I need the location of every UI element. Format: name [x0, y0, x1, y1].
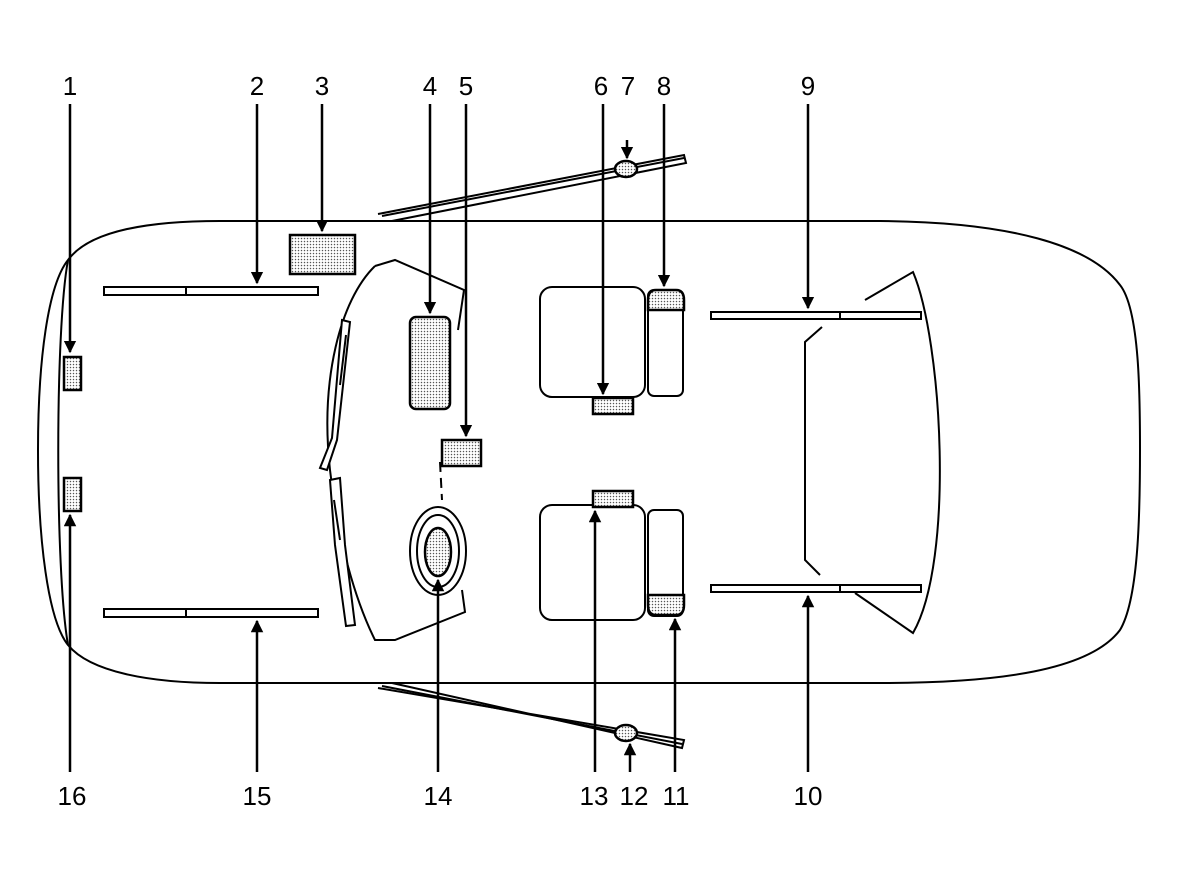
callout-7: 7: [621, 71, 635, 101]
rear-window-outline: [804, 270, 941, 635]
callout-9: 9: [801, 71, 815, 101]
component-14: [409, 506, 467, 596]
front-bumper-strip-right: [103, 608, 319, 618]
component-16: [62, 476, 83, 513]
front-seat-right: [539, 504, 684, 621]
callout-15: 15: [243, 781, 272, 811]
callout-14: 14: [424, 781, 453, 811]
callout-2: 2: [250, 71, 264, 101]
component-5: [440, 438, 483, 468]
callout-1: 1: [63, 71, 77, 101]
callout-13: 13: [580, 781, 609, 811]
component-3: [288, 233, 357, 276]
callout-3: 3: [315, 71, 329, 101]
callout-8: 8: [657, 71, 671, 101]
component-13: [591, 489, 635, 509]
callout-4: 4: [423, 71, 437, 101]
component-12: [613, 723, 639, 743]
leader-lines: [63, 104, 815, 772]
callout-labels: 1 2 3 4 5 6 7 8 9 10 11 12 13 14 15 16: [58, 71, 823, 811]
car-body-outline: [36, 220, 1142, 684]
front-seat-left: [539, 286, 684, 398]
callout-10: 10: [794, 781, 823, 811]
component-7: [613, 159, 639, 179]
wiper-left: [318, 318, 352, 472]
front-bumper-strip-left: [103, 286, 319, 296]
right-mirror-arm: [377, 682, 686, 750]
component-1: [62, 355, 83, 392]
callout-6: 6: [594, 71, 608, 101]
rear-bar-left: [710, 311, 922, 320]
left-mirror-arm: [377, 153, 688, 222]
callout-11: 11: [663, 781, 690, 811]
component-8: [646, 288, 686, 312]
rear-bar-right: [710, 584, 922, 593]
wiper-right: [328, 476, 357, 628]
component-4: [408, 315, 452, 411]
component-6: [591, 396, 635, 416]
callout-5: 5: [459, 71, 473, 101]
callout-12: 12: [620, 781, 649, 811]
callout-16: 16: [58, 781, 87, 811]
component-11: [646, 593, 686, 617]
